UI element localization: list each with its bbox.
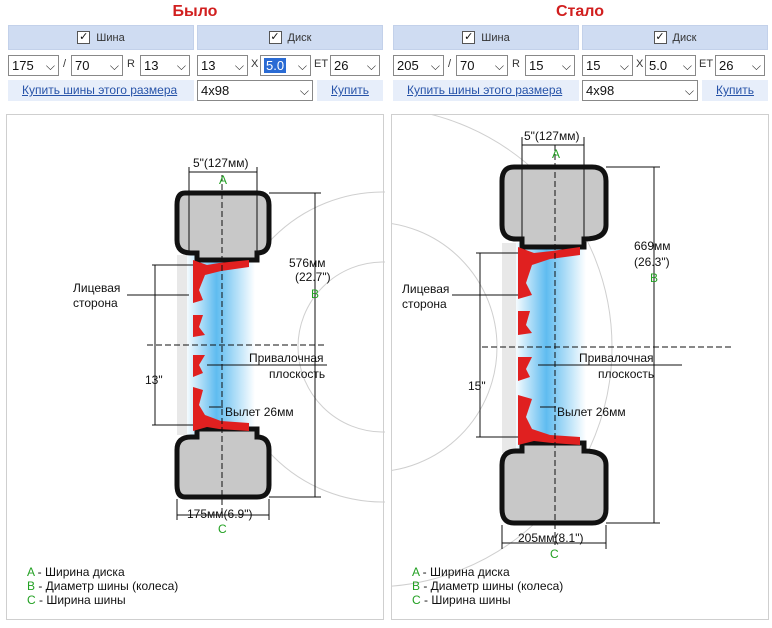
face-label-1: Лицевая xyxy=(402,282,449,296)
tire-profile-select[interactable]: 70⌵ xyxy=(71,55,123,76)
dim-top-label: 5"(127мм) xyxy=(193,156,248,170)
buy-disk-link[interactable]: Купить xyxy=(716,83,754,97)
buy-tires-link[interactable]: Купить шины этого размера xyxy=(22,83,178,97)
dim-top-label: 5"(127мм) xyxy=(524,129,579,143)
before-tire-header[interactable]: ✓ Шина xyxy=(8,25,194,50)
disk-checkbox[interactable]: ✓ xyxy=(653,31,667,44)
tire-checkbox[interactable]: ✓ xyxy=(462,31,476,44)
before-wheel-diagram: 5"(127мм) A 576мм (22.7") B Лицевая стор… xyxy=(6,114,385,620)
dim-height-in: (22.7") xyxy=(295,270,331,284)
chevron-down-icon: ⌵ xyxy=(619,59,629,73)
mount-label-2: плоскость xyxy=(269,367,325,381)
dim-height-in: (26.3") xyxy=(634,255,670,269)
mount-label-1: Привалочная xyxy=(249,351,324,365)
disk-header-label: Диск xyxy=(672,31,697,44)
legend-item: B - Диаметр шины (колеса) xyxy=(412,579,564,593)
dim-c-label: C xyxy=(218,522,227,536)
pcd-select[interactable]: 4x98⌵ xyxy=(582,80,698,101)
disk-diameter-select[interactable]: 13⌵ xyxy=(197,55,248,76)
dim-height-mm: 576мм xyxy=(289,256,326,270)
face-label-1: Лицевая xyxy=(73,281,120,295)
disk-checkbox[interactable]: ✓ xyxy=(268,31,282,44)
offset-label: Вылет 26мм xyxy=(225,405,294,419)
chevron-down-icon: ⌵ xyxy=(45,59,55,73)
tire-header-label: Шина xyxy=(481,31,510,44)
buy-tires-link[interactable]: Купить шины этого размера xyxy=(407,83,563,97)
r-label: R xyxy=(127,58,135,70)
buy-disk-link[interactable]: Купить xyxy=(331,83,369,97)
rim-size-label: 15" xyxy=(468,379,486,393)
x-label: X xyxy=(251,58,259,70)
after-panel: Стало ✓Шина ✓Диск 205⌵ / 70⌵ R 15⌵ 15⌵ X… xyxy=(391,0,769,628)
mount-label-1: Привалочная xyxy=(579,351,654,365)
before-panel: Было ✓Шина ✓Диск 175⌵ / 70⌵ R 13⌵ 13⌵ X … xyxy=(6,0,385,628)
rim-size-label: 13" xyxy=(145,373,163,387)
before-title: Было xyxy=(172,3,218,20)
dim-a-label: A xyxy=(219,173,227,187)
chevron-down-icon: ⌵ xyxy=(299,84,309,98)
disk-et-select[interactable]: 26⌵ xyxy=(330,55,380,76)
tire-checkbox[interactable]: ✓ xyxy=(77,31,91,44)
tire-header-label: Шина xyxy=(96,31,125,44)
chevron-down-icon: ⌵ xyxy=(297,59,307,73)
after-title: Стало xyxy=(555,3,604,20)
dim-bottom-label: 205мм(8.1") xyxy=(518,531,583,545)
legend: A - Ширина диска B - Диаметр шины (колес… xyxy=(27,565,178,607)
chevron-down-icon: ⌵ xyxy=(561,59,571,73)
et-label: ET xyxy=(314,58,329,70)
disk-width-select[interactable]: 5.0⌵ xyxy=(260,55,311,76)
dim-b-label: B xyxy=(311,287,319,301)
before-disk-header[interactable]: ✓ Диск xyxy=(197,25,383,50)
dim-c-label: C xyxy=(550,547,559,561)
tire-profile-select[interactable]: 70⌵ xyxy=(456,55,508,76)
chevron-down-icon: ⌵ xyxy=(682,59,692,73)
legend-item: B - Диаметр шины (колеса) xyxy=(27,579,179,593)
face-label-2: сторона xyxy=(402,297,447,311)
et-label: ET xyxy=(699,58,714,70)
tire-width-select[interactable]: 175⌵ xyxy=(8,55,59,76)
dim-b-label: B xyxy=(650,271,658,285)
chevron-down-icon: ⌵ xyxy=(109,59,119,73)
legend-item: C - Ширина шины xyxy=(27,593,126,607)
mount-label-2: плоскость xyxy=(598,367,654,381)
face-label-2: сторона xyxy=(73,296,118,310)
dim-a-label: A xyxy=(552,147,560,161)
x-label: X xyxy=(636,58,644,70)
chevron-down-icon: ⌵ xyxy=(430,59,440,73)
disk-header-label: Диск xyxy=(287,31,312,44)
legend-item: A - Ширина диска xyxy=(27,565,125,579)
tire-rim-select[interactable]: 13⌵ xyxy=(140,55,190,76)
dim-height-mm: 669мм xyxy=(634,239,671,253)
legend: A - Ширина диска B - Диаметр шины (колес… xyxy=(412,565,563,607)
tire-rim-select[interactable]: 15⌵ xyxy=(525,55,575,76)
pcd-select[interactable]: 4x98⌵ xyxy=(197,80,313,101)
after-tire-header[interactable]: ✓ Шина xyxy=(393,25,579,50)
disk-diameter-select[interactable]: 15⌵ xyxy=(582,55,633,76)
legend-item: A - Ширина диска xyxy=(412,565,510,579)
disk-et-select[interactable]: 26⌵ xyxy=(715,55,765,76)
chevron-down-icon: ⌵ xyxy=(366,59,376,73)
chevron-down-icon: ⌵ xyxy=(176,59,186,73)
disk-width-select[interactable]: 5.0⌵ xyxy=(645,55,696,76)
chevron-down-icon: ⌵ xyxy=(751,59,761,73)
chevron-down-icon: ⌵ xyxy=(494,59,504,73)
chevron-down-icon: ⌵ xyxy=(234,59,244,73)
r-label: R xyxy=(512,58,520,70)
after-wheel-diagram: 5"(127мм) A 669мм (26.3") B Лицевая стор… xyxy=(391,114,769,620)
legend-item: C - Ширина шины xyxy=(412,593,511,607)
offset-label: Вылет 26мм xyxy=(557,405,626,419)
chevron-down-icon: ⌵ xyxy=(684,84,694,98)
dim-bottom-label: 175мм(6.9") xyxy=(187,507,252,521)
after-disk-header[interactable]: ✓ Диск xyxy=(582,25,768,50)
tire-width-select[interactable]: 205⌵ xyxy=(393,55,444,76)
